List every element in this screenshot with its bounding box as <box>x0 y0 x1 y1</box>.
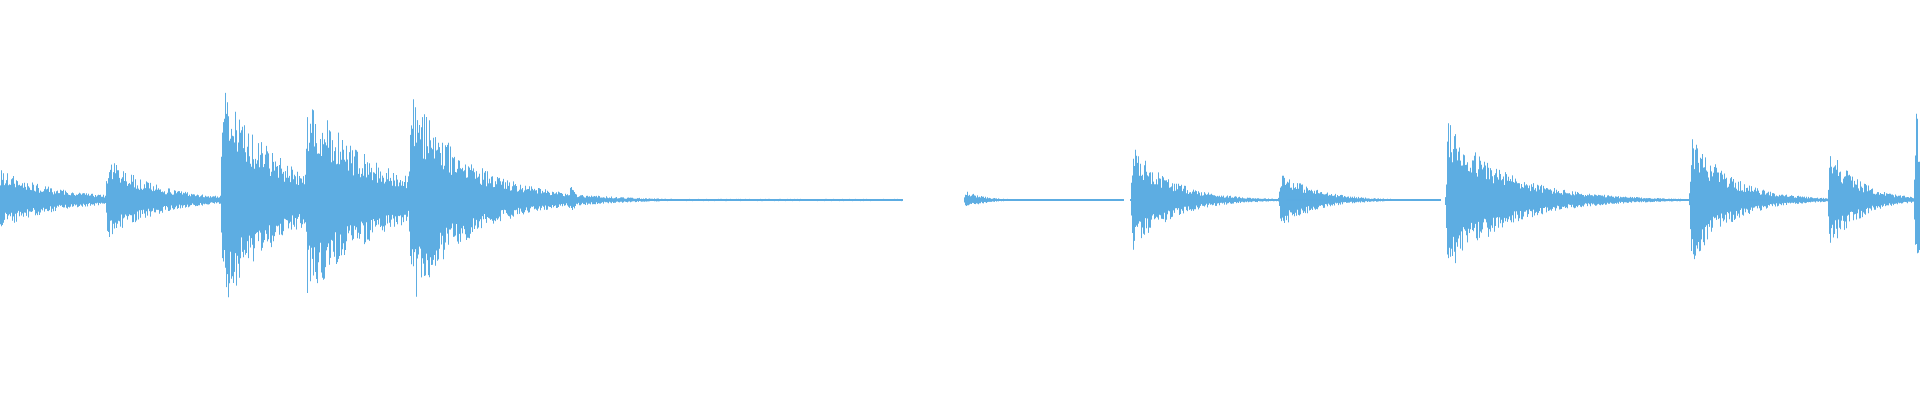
waveform-trace <box>0 92 1920 298</box>
